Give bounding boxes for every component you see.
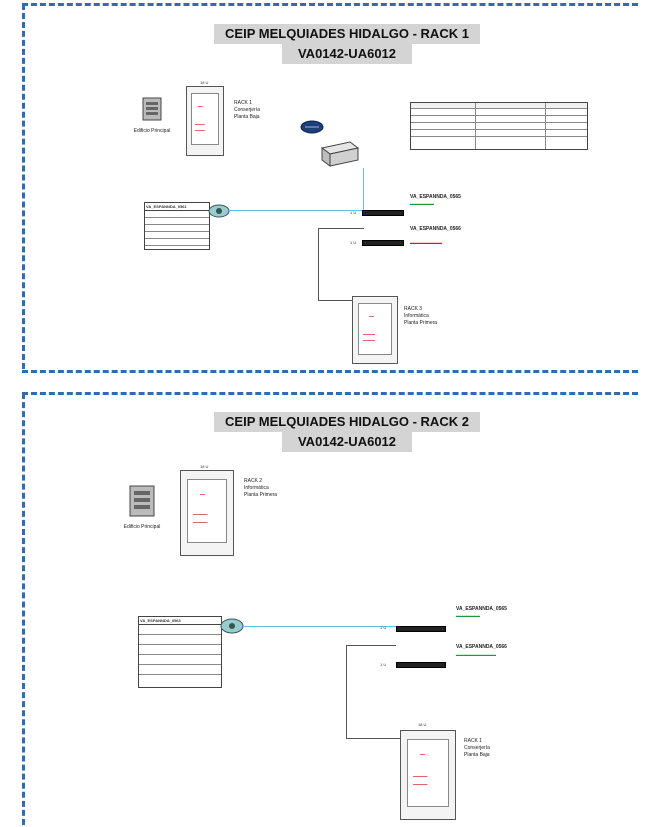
bottom-rack-size: 18 U (418, 722, 427, 727)
rack3-name: RACK 3 (404, 306, 423, 312)
left-port-table-2-title: VA_ESPANNDA_0563 (139, 617, 221, 625)
rack2-down-line (346, 645, 347, 739)
router-icon (300, 120, 324, 134)
rack1-location-bottom: Planta Baja (234, 114, 260, 120)
rack2-switch-2-model: ▬▬▬▬▬▬▬▬▬▬ (456, 652, 496, 657)
rack2-title: CEIP MELQUIADES HIDALGO - RACK 2 (214, 412, 480, 432)
rack2-cabinet: ━━ ━━━━━━ ━━━━━━ (180, 470, 234, 556)
rack1-size: 18 U (200, 80, 209, 85)
rack3-location1: Informática (404, 313, 429, 319)
rack1-uplink-cable (230, 210, 365, 211)
rack1-switch-1-model: ▬▬▬▬▬▬ (410, 201, 434, 206)
rack1-switch-2-name: VA_ESPANNDA_0566 (410, 226, 461, 232)
rack2-inner: ━━ ━━━━━━ ━━━━━━ (187, 479, 227, 543)
rack1-name: RACK 1 (234, 100, 253, 106)
rack2-switch1-port: 1 U (380, 625, 387, 630)
rack1-switch-1-name: VA_ESPANNDA_0565 (410, 194, 461, 200)
rack2-uplink-cable (244, 626, 396, 627)
phone-icon-2 (220, 616, 244, 634)
section1-top-border (22, 3, 638, 6)
rack2-size: 18 U (200, 464, 209, 469)
bottom-rack-cabinet: ━━ ━━━━━━ ━━━━━━ (400, 730, 456, 820)
rack2-name: RACK 2 (244, 478, 263, 484)
rack2-trunk-line (346, 645, 396, 646)
rack1-title-line1: CEIP MELQUIADES HIDALGO - RACK 1 (225, 26, 469, 41)
rack1-title: CEIP MELQUIADES HIDALGO - RACK 1 (214, 24, 480, 44)
section1-bottom-border (22, 370, 638, 373)
ip-table (410, 102, 588, 150)
rack2-location2: Planta Primera (244, 492, 278, 498)
rack2-location1: Informática (244, 485, 269, 491)
device-cable (363, 168, 364, 212)
section1-left-border (22, 4, 25, 369)
left-port-table-1-title: VA_ESPANNDA_0561 (145, 203, 209, 211)
section2-top-border (22, 392, 638, 395)
rack2-title-line2: VA0142-UA6012 (297, 434, 397, 449)
bottom-rack-location2: Planta Baja (464, 752, 490, 758)
rack3-cabinet: ━━ ━━━━━ ━━━━━ (352, 296, 398, 364)
rack2-subtitle: VA0142-UA6012 (282, 432, 412, 452)
rack1-switch-2 (362, 240, 404, 246)
rack1-inner: ━━ ━━━━ ━━━━ (191, 93, 219, 145)
network-device-icon (320, 140, 360, 170)
rack2-switch-2 (396, 662, 446, 668)
rack1-cabinet: ━━ ━━━━ ━━━━ (186, 86, 224, 156)
phone-icon (208, 202, 230, 218)
rack1-to-rack3-line (318, 300, 370, 301)
building-server-icon-2 (126, 484, 158, 520)
switch1-port: 1 U (350, 210, 357, 215)
rack2-to-rack1-line (346, 738, 404, 739)
bottom-rack-location1: Conserjería (464, 745, 490, 751)
rack2-switch-2-name: VA_ESPANNDA_0566 (456, 644, 507, 650)
rack1-switch-1 (362, 210, 404, 216)
rack1-location-top: Conserjería (234, 107, 260, 113)
rack2-switch2-port: 1 U (380, 662, 387, 667)
bottom-rack-inner: ━━ ━━━━━━ ━━━━━━ (407, 739, 449, 807)
bottom-rack-name: RACK 1 (464, 738, 483, 744)
building-server-icon (140, 96, 164, 124)
rack2-switch-1-name: VA_ESPANNDA_0565 (456, 606, 507, 612)
rack1-trunk-line (318, 228, 364, 229)
rack1-title-line2: VA0142-UA6012 (297, 46, 397, 61)
building-label: Edificio Principal (133, 128, 171, 134)
rack1-down-line (318, 228, 319, 300)
rack3-location2: Planta Primera (404, 320, 438, 326)
rack3-inner: ━━ ━━━━━ ━━━━━ (358, 303, 392, 355)
rack1-subtitle: VA0142-UA6012 (282, 44, 412, 64)
switch2-port: 1 U (350, 240, 357, 245)
section2-left-border (22, 393, 25, 825)
rack2-title-line1: CEIP MELQUIADES HIDALGO - RACK 2 (225, 414, 469, 429)
rack2-switch-1-model: ▬▬▬▬▬▬ (456, 613, 480, 618)
rack1-switch-2-model: ▬▬▬▬▬▬▬▬ (410, 240, 442, 245)
rack2-switch-1 (396, 626, 446, 632)
left-port-table-2: VA_ESPANNDA_0563 (138, 616, 222, 688)
left-port-table-1: VA_ESPANNDA_0561 (144, 202, 210, 250)
building-label-2: Edificio Principal (123, 524, 161, 530)
